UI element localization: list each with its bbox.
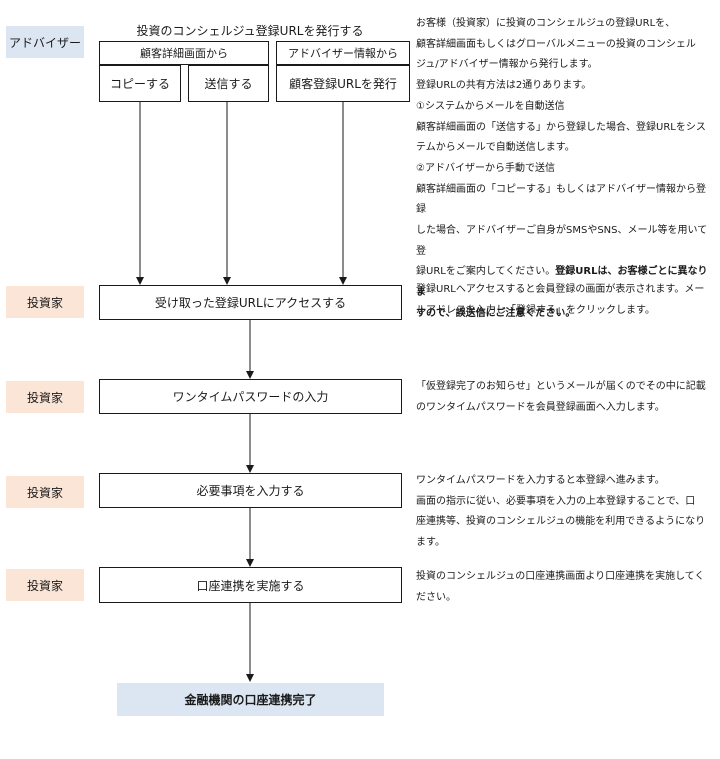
note-link: 投資のコンシェルジュの口座連携画面より口座連携を実施してく ださい。 — [416, 567, 714, 608]
note-line: ジュ/アドバイザー情報から発行します。 — [416, 59, 598, 71]
role-advisor: アドバイザー — [6, 26, 84, 58]
note-line: のワンタイムパスワードを会員登録画面へ入力します。 — [416, 401, 665, 413]
note-otp: 「仮登録完了のお知らせ」というメールが届くのでその中に記載 のワンタイムパスワー… — [416, 377, 714, 418]
step-access-url: 受け取った登録URLにアクセスする — [99, 285, 402, 320]
note-line: ①システムからメールを自動送信 — [416, 100, 565, 112]
note-line: 「仮登録完了のお知らせ」というメールが届くのでその中に記載 — [416, 381, 706, 392]
note-line: ルアドレスを入力し「登録する」をクリックします。 — [416, 304, 655, 316]
step-complete: 金融機関の口座連携完了 — [117, 683, 384, 716]
send-box: 送信する — [188, 65, 269, 102]
note-line: 登録URLへアクセスすると会員登録の画面が表示されます。メー — [416, 284, 705, 295]
note-line: テムからメールで自動送信します。 — [416, 142, 575, 154]
note-line: 顧客詳細画面もしくはグローバルメニューの投資のコンシェル — [416, 38, 696, 50]
role-investor-1: 投資家 — [6, 286, 84, 318]
note-line: すので、誤送信にご注意ください。 — [416, 304, 714, 325]
copy-box: コピーする — [99, 65, 181, 102]
note-line: 顧客詳細画面の「送信する」から登録した場合、登録URLをシス — [416, 121, 706, 133]
note-line: お客様（投資家）に投資のコンシェルジュの登録URLを、 — [416, 18, 676, 29]
role-investor-4: 投資家 — [6, 569, 84, 601]
note-line: 録URLをご案内してください。登録URLは、お客様ごとに異なりま — [416, 266, 708, 299]
header-customer-detail: 顧客詳細画面から — [99, 41, 269, 65]
warning-text: すので、誤送信にご注意ください。 — [416, 307, 576, 319]
warning-text: 登録URLは、お客様ごとに異なりま — [416, 266, 708, 299]
note-line: 画面の指示に従い、必要事項を入力の上本登録することで、口 — [416, 495, 696, 507]
step-account-link: 口座連携を実施する — [99, 567, 402, 603]
note-line: ます。 — [416, 537, 445, 549]
step-required-input: 必要事項を入力する — [99, 473, 402, 508]
role-investor-3: 投資家 — [6, 476, 84, 508]
issue-customer-url-box: 顧客登録URLを発行 — [276, 65, 410, 102]
note-advisor: お客様（投資家）に投資のコンシェルジュの登録URLを、 顧客詳細画面もしくはグロ… — [416, 14, 714, 325]
note-required: ワンタイムパスワードを入力すると本登録へ進みます。 画面の指示に従い、必要事項を… — [416, 471, 714, 554]
note-access: 登録URLへアクセスすると会員登録の画面が表示されます。メー ルアドレスを入力し… — [416, 280, 714, 321]
note-line: 投資のコンシェルジュの口座連携画面より口座連携を実施してく — [416, 571, 705, 582]
note-line: 顧客詳細画面の「コピーする」もしくはアドバイザー情報から登録 — [416, 183, 706, 216]
step-otp-input: ワンタイムパスワードの入力 — [99, 379, 402, 414]
issue-title: 投資のコンシェルジュ登録URLを発行する — [136, 24, 364, 38]
role-investor-2: 投資家 — [6, 381, 84, 413]
header-advisor-info: アドバイザー情報から — [276, 41, 410, 65]
note-line: した場合、アドバイザーご自身がSMSやSNS、メール等を用いて登 — [416, 225, 708, 257]
note-line: 座連携等、投資のコンシェルジュの機能を利用できるようになり — [416, 516, 706, 528]
note-line: ワンタイムパスワードを入力すると本登録へ進みます。 — [416, 475, 665, 486]
note-line: ださい。 — [416, 591, 456, 603]
note-line: ②アドバイザーから手動で送信 — [416, 162, 555, 174]
note-line: 登録URLの共有方法は2通りあります。 — [416, 80, 592, 92]
